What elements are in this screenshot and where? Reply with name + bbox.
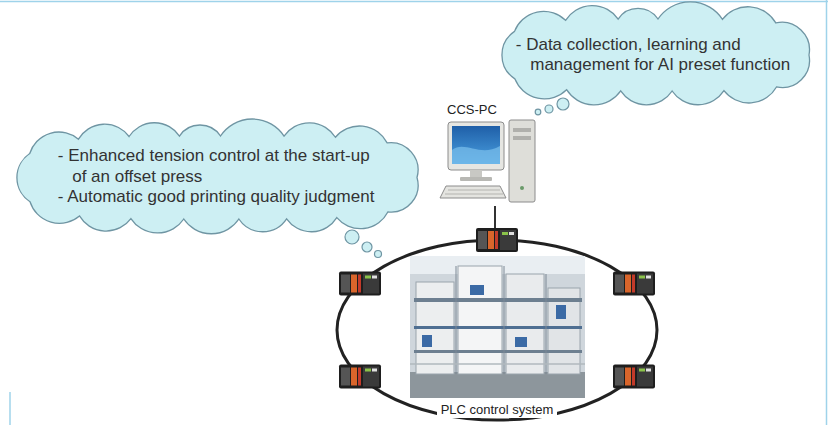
computer-icon: [448, 122, 504, 170]
frame-line: [826, 0, 828, 425]
thought-bubble: [362, 242, 372, 252]
cloud-outline: [502, 2, 810, 105]
press-photo: [410, 256, 585, 398]
computer-icon: [460, 177, 492, 181]
press-photo: [515, 337, 527, 347]
press-photo: [470, 285, 484, 295]
computer-icon: [452, 126, 500, 164]
callout-cloud: - Data collection, learning and manageme…: [491, 3, 825, 107]
plc-unit: [613, 365, 655, 389]
press-photo: [506, 274, 544, 374]
connector-line: [494, 206, 496, 228]
computer-node: CCS-PC: [445, 100, 545, 206]
plc-unit: [476, 228, 518, 252]
control-system: PLC control system: [330, 228, 664, 420]
press-photo: [546, 274, 547, 374]
callout-cloud: - Enhanced tension control at the start-…: [8, 120, 433, 235]
cloud-text: - Enhanced tension control at the start-…: [58, 146, 382, 187]
press-photo: [456, 266, 457, 374]
computer-icon: [440, 120, 535, 202]
cloud-text: - Data collection, learning and manageme…: [516, 35, 800, 76]
system-label: PLC control system: [437, 403, 558, 418]
computer-icon: [445, 194, 503, 195]
press-photo: [414, 326, 582, 329]
frame-line: [9, 392, 11, 425]
thought-bubble: [345, 230, 359, 244]
press-photo: [410, 372, 585, 398]
press-photo: [414, 298, 582, 302]
plc-unit: [339, 228, 655, 389]
thought-bubble: [375, 251, 382, 258]
thought-bubble: [557, 98, 569, 110]
thought-bubble: [545, 105, 553, 113]
computer-icon: [448, 190, 500, 191]
press-photo: [556, 305, 566, 319]
control-ring: [337, 240, 657, 420]
computer-icon: [440, 186, 506, 198]
press-photo: [504, 266, 505, 374]
press-photo: [410, 256, 585, 398]
press-photo: [422, 335, 432, 347]
press-photo: [414, 350, 582, 353]
cloud-text: - Automatic good printing quality judgme…: [58, 187, 382, 207]
plc-unit: [613, 272, 655, 296]
computer-icon: [509, 120, 535, 202]
cloud-outline: [8, 120, 433, 235]
press-photo: [458, 266, 502, 374]
plc-unit: [339, 272, 381, 296]
computer-icon: [452, 146, 500, 164]
cloud-text-group: - Enhanced tension control at the start-…: [58, 146, 382, 207]
computer-icon: [513, 136, 531, 140]
frame-line: [0, 1, 828, 3]
computer-icon: [513, 128, 531, 132]
computer-icon: [470, 170, 482, 178]
plc-unit: [339, 365, 381, 389]
control-ring: [337, 240, 657, 420]
cloud-text-group: - Data collection, learning and manageme…: [516, 35, 800, 76]
computer-icon: [520, 186, 524, 190]
cloud-outline: [16, 119, 417, 234]
computer-label: CCS-PC: [445, 103, 497, 118]
press-photo: [410, 363, 585, 365]
thought-bubble: [535, 109, 541, 115]
